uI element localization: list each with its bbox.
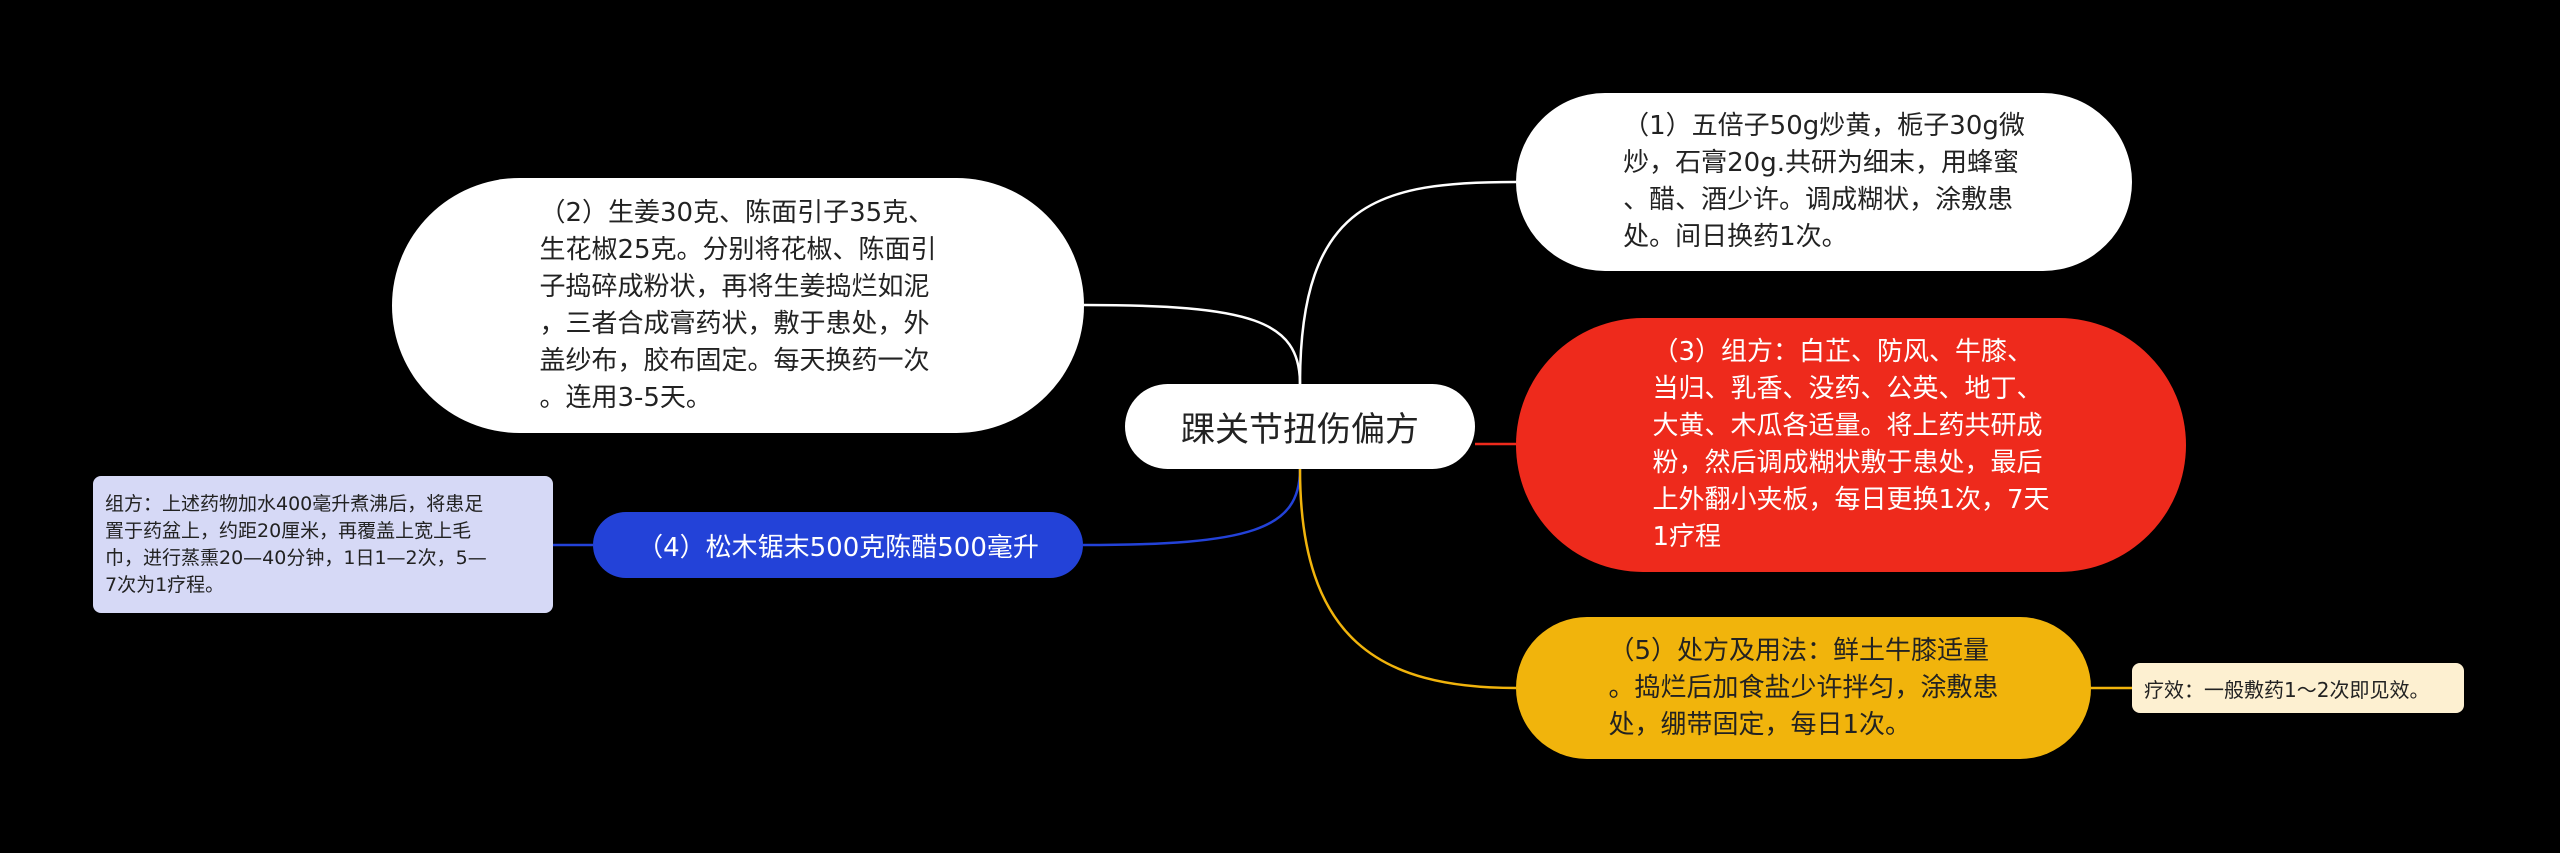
root-topic[interactable]: 踝关节扭伤偏方 — [1125, 384, 1475, 469]
detail-note-4[interactable]: 组方：上述药物加水400毫升煮沸后，将患足 置于药盆上，约距20厘米，再覆盖上宽… — [93, 476, 553, 613]
branch-node-3-text: （3）组方：白芷、防风、牛膝、 当归、乳香、没药、公英、地丁、 大黄、木瓜各适量… — [1652, 337, 2050, 552]
link-root-n4 — [1082, 468, 1302, 547]
detail-note-5-text: 疗效：一般敷药1～2次即见效。 — [2144, 677, 2430, 702]
link-root-n5 — [1298, 468, 1517, 690]
branch-node-3[interactable]: （3）组方：白芷、防风、牛膝、 当归、乳香、没药、公英、地丁、 大黄、木瓜各适量… — [1516, 318, 2186, 572]
link-root-n2 — [1083, 303, 1302, 385]
branch-node-2[interactable]: （2）生姜30克、陈面引子35克、 生花椒25克。分别将花椒、陈面引 子捣碎成粉… — [392, 178, 1084, 433]
branch-node-5[interactable]: （5）处方及用法：鲜土牛膝适量 。捣烂后加食盐少许拌匀，涂敷患 处，绷带固定，每… — [1516, 617, 2091, 759]
detail-note-5[interactable]: 疗效：一般敷药1～2次即见效。 — [2132, 663, 2464, 713]
detail-note-4-text: 组方：上述药物加水400毫升煮沸后，将患足 置于药盆上，约距20厘米，再覆盖上宽… — [105, 492, 487, 596]
root-topic-label: 踝关节扭伤偏方 — [1181, 410, 1419, 450]
branch-node-4[interactable]: （4）松木锯末500克陈醋500毫升 — [593, 512, 1083, 578]
branch-node-4-text: （4）松木锯末500克陈醋500毫升 — [637, 532, 1039, 563]
branch-node-5-text: （5）处方及用法：鲜土牛膝适量 。捣烂后加食盐少许拌匀，涂敷患 处，绷带固定，每… — [1608, 635, 1999, 740]
branch-node-1-text: （1）五倍子50g炒黄，栀子30g微 炒，石膏20g.共研为细末，用蜂蜜 、醋、… — [1623, 111, 2025, 252]
link-root-n1 — [1298, 180, 1517, 385]
branch-node-1[interactable]: （1）五倍子50g炒黄，栀子30g微 炒，石膏20g.共研为细末，用蜂蜜 、醋、… — [1516, 93, 2132, 271]
branch-node-2-text: （2）生姜30克、陈面引子35克、 生花椒25克。分别将花椒、陈面引 子捣碎成粉… — [539, 197, 937, 413]
